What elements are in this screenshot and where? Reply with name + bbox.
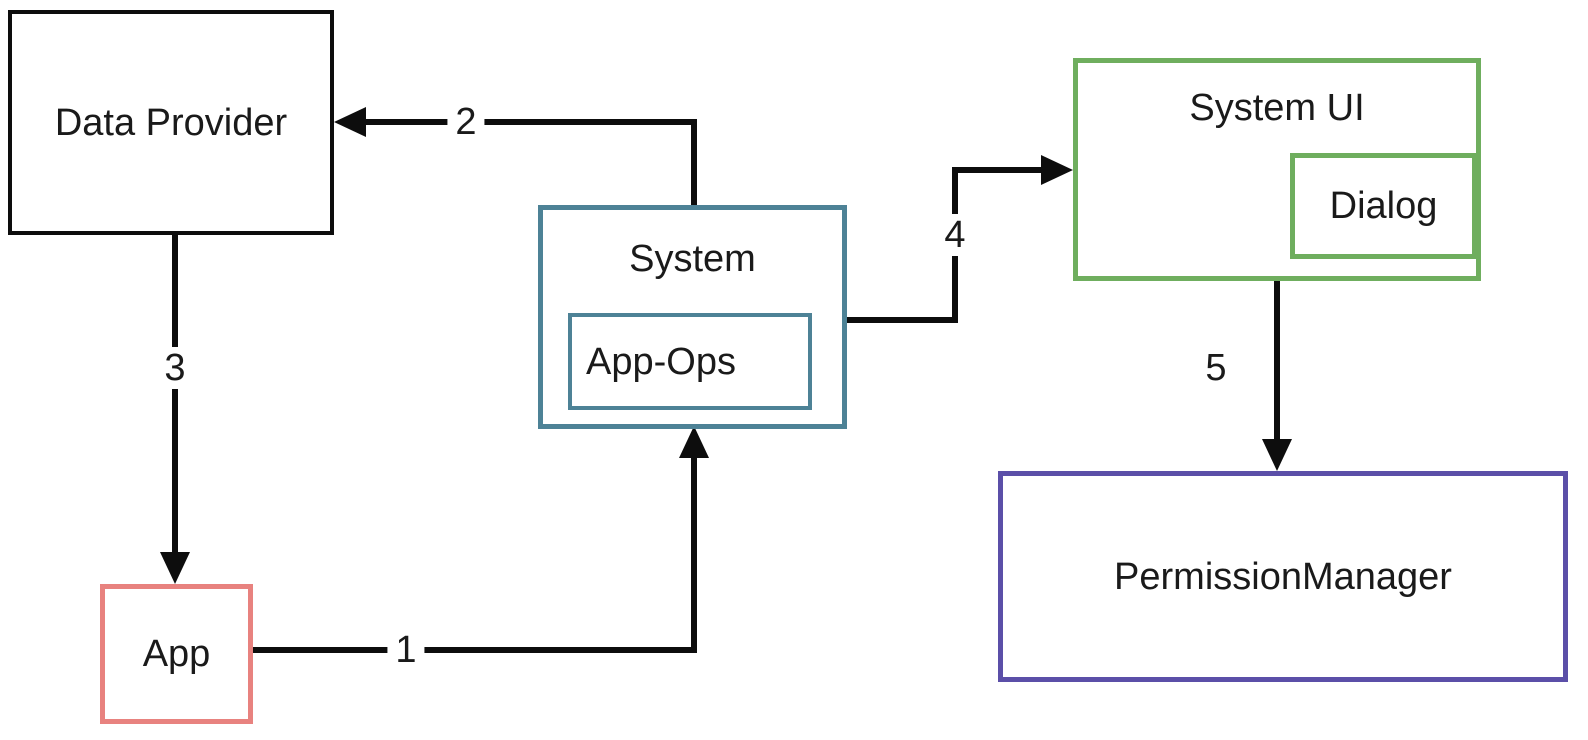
node-dialog[interactable]: Dialog [1290, 153, 1477, 259]
edge-1-connector [253, 426, 709, 653]
node-data-provider-label: Data Provider [54, 101, 288, 144]
edge-3-arrowhead [160, 552, 190, 584]
edge-4-label: 4 [936, 214, 974, 256]
node-dialog-label: Dialog [1329, 185, 1438, 227]
edge-2-arrowhead [334, 107, 366, 137]
node-app-label: App [142, 633, 211, 675]
node-app-ops-label: App-Ops [586, 340, 736, 383]
node-permission-manager-label: PermissionManager [1114, 555, 1452, 598]
edge-2-label: 2 [447, 101, 485, 143]
edge-2-connector [334, 107, 697, 205]
edge-3-label: 3 [156, 347, 194, 389]
edge-1-arrowhead [679, 426, 709, 458]
node-system-label: System [629, 238, 756, 280]
edge-5-connector [1262, 281, 1292, 471]
node-app[interactable]: App [100, 584, 253, 724]
edge-5-arrowhead [1262, 439, 1292, 471]
edge-1-label: 1 [387, 629, 425, 671]
node-data-provider[interactable]: Data Provider [8, 10, 334, 235]
edge-3-connector [160, 235, 190, 584]
edge-4-arrowhead [1041, 155, 1073, 185]
node-permission-manager[interactable]: PermissionManager [998, 471, 1568, 682]
node-app-ops[interactable]: App-Ops [568, 313, 812, 410]
edge-5-label: 5 [1197, 347, 1235, 389]
node-system-ui-label: System UI [1189, 87, 1365, 129]
